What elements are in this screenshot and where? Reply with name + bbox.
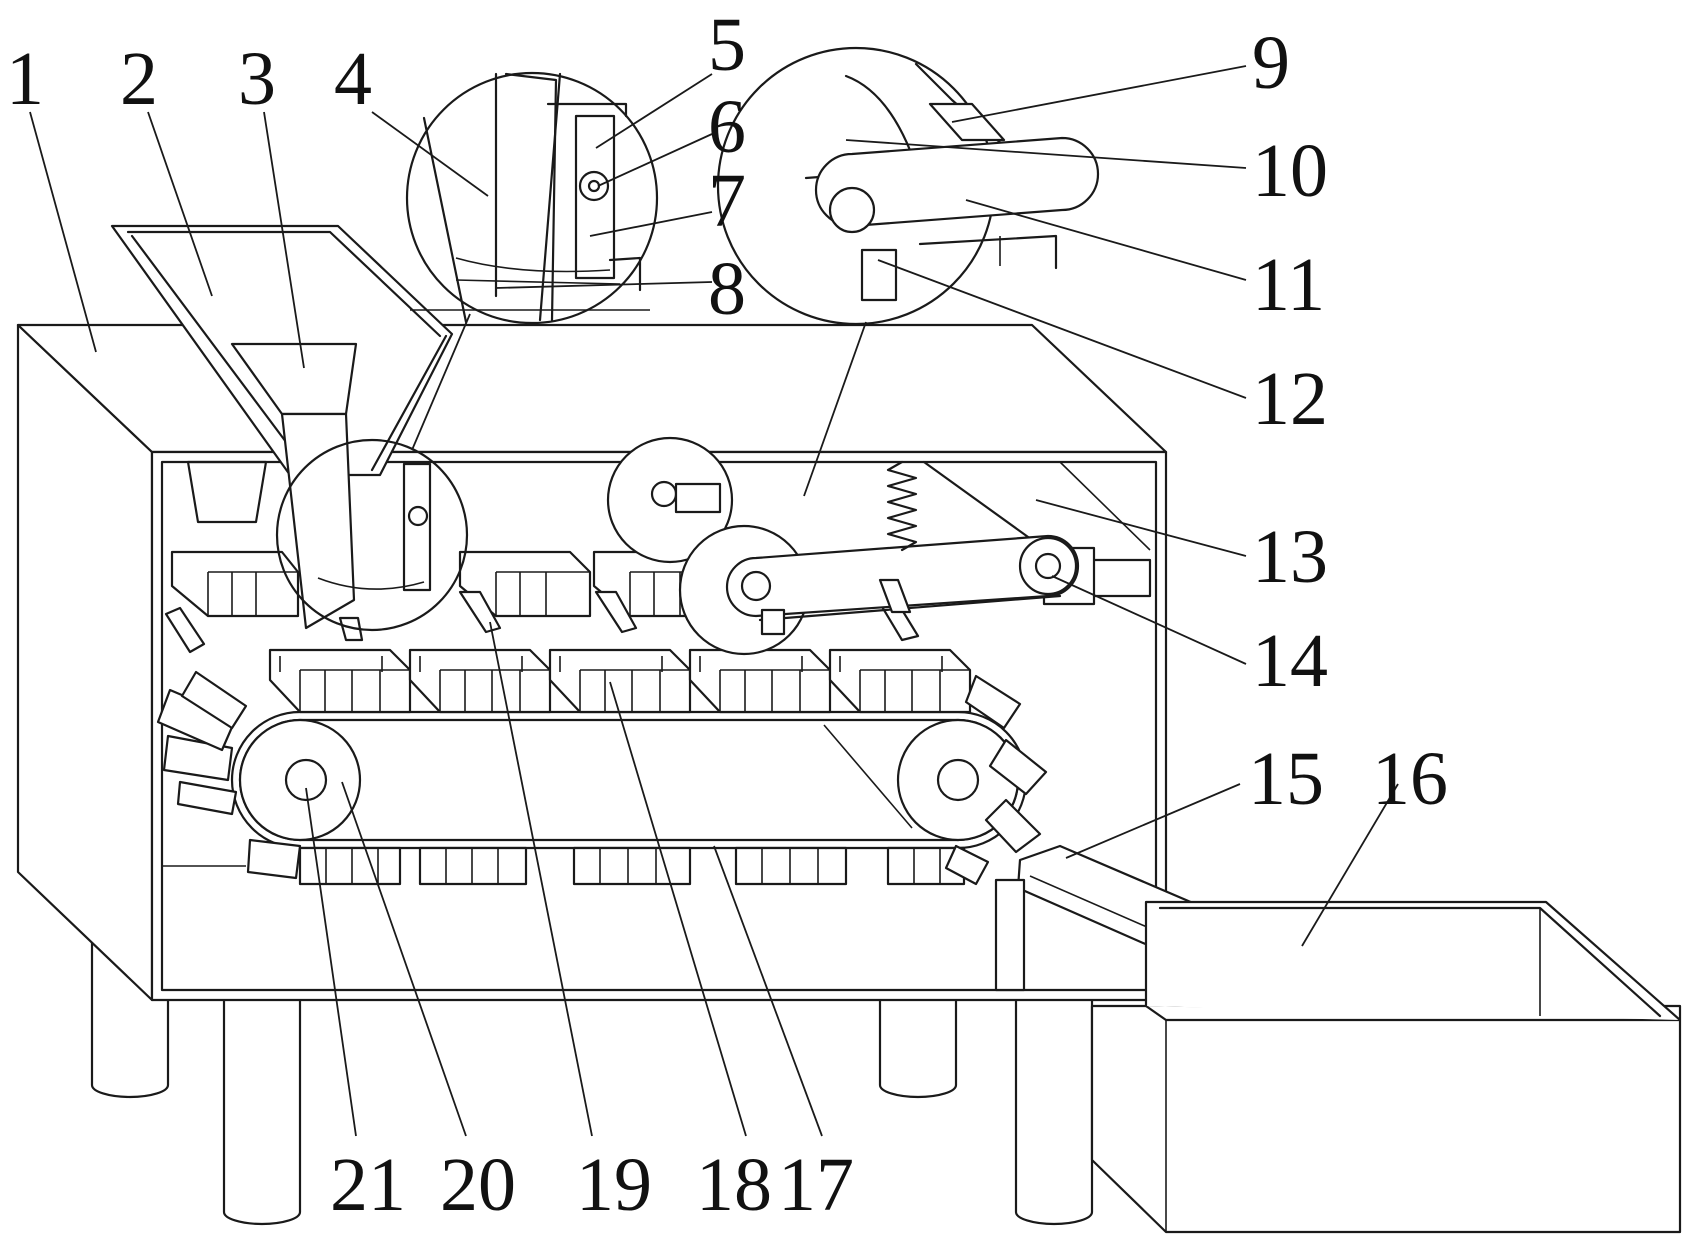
- label-11: 11: [1252, 243, 1325, 327]
- label-6: 6: [708, 85, 746, 169]
- collection-box: [1092, 902, 1680, 1232]
- label-20: 20: [440, 1143, 516, 1227]
- conveyor-assembly: [232, 712, 1026, 848]
- label-8: 8: [708, 247, 746, 331]
- label-9: 9: [1252, 21, 1290, 105]
- label-2: 2: [120, 37, 158, 121]
- top-trays: [270, 650, 970, 712]
- label-18: 18: [696, 1143, 772, 1227]
- label-15: 15: [1248, 737, 1324, 821]
- label-12: 12: [1252, 357, 1328, 441]
- label-3: 3: [238, 37, 276, 121]
- label-1: 1: [6, 37, 44, 121]
- label-10: 10: [1252, 129, 1328, 213]
- label-21: 21: [330, 1143, 406, 1227]
- label-16: 16: [1372, 737, 1448, 821]
- label-7: 7: [708, 159, 746, 243]
- label-14: 14: [1252, 619, 1328, 703]
- detail-view-a: [407, 73, 657, 323]
- label-5: 5: [708, 3, 746, 87]
- label-13: 13: [1252, 515, 1328, 599]
- label-17: 17: [778, 1143, 854, 1227]
- label-4: 4: [334, 37, 372, 121]
- label-19: 19: [576, 1143, 652, 1227]
- detail-view-b: [718, 48, 1098, 324]
